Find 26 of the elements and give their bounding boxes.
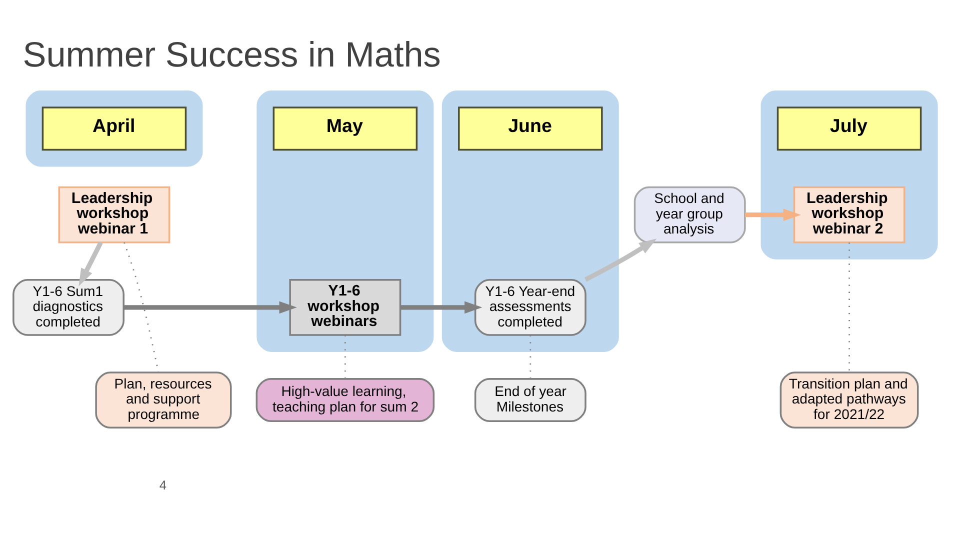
node-box: High-value learning, teaching plan for sum 2 — [256, 378, 435, 422]
arrow — [400, 300, 482, 314]
node-box: Y1-6 Sum1 diagnostics completed — [12, 278, 124, 336]
cluster — [26, 90, 203, 166]
node-box: Leadership workshop webinar 1 — [58, 186, 170, 243]
arrow — [78, 241, 103, 286]
node-box: School and year group analysis — [634, 186, 746, 243]
node-box: July — [776, 106, 922, 150]
cluster — [760, 90, 938, 259]
node-box: Y1-6 workshop webinars — [289, 278, 402, 336]
connector — [124, 242, 160, 372]
node-box: June — [458, 106, 603, 150]
node-box: Y1-6 Year-end assessments completed — [474, 278, 586, 336]
node-box: Plan, resources and support programme — [95, 371, 232, 428]
arrow — [744, 208, 801, 220]
cluster — [256, 90, 434, 352]
node-box: April — [42, 106, 187, 150]
diagram-title: Summer Success in Maths — [22, 35, 441, 74]
arrow — [584, 238, 657, 282]
node-box: May — [272, 106, 418, 150]
label: 4 — [159, 476, 167, 492]
arrow — [124, 300, 297, 314]
node-box: End of year Milestones — [474, 378, 586, 422]
node-box: Leadership workshop webinar 2 — [793, 186, 906, 243]
node-box: Transition plan and adapted pathways for 2021/22 — [780, 371, 919, 428]
cluster — [442, 90, 619, 352]
